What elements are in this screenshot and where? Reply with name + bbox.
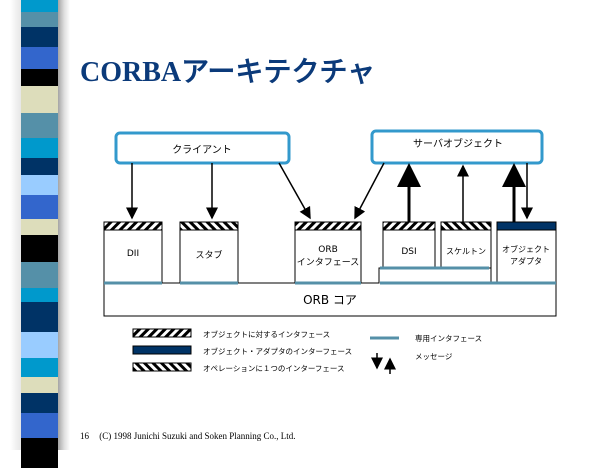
legend: オブジェクトに対するインタフェース オブジェクト・アダプタのインターフェース オ… [132,328,482,374]
adapter-interface-bar [496,221,557,231]
stub-box [179,229,239,284]
legend-private-interface: 専用インタフェース [415,333,482,343]
dsi-box [382,229,436,269]
adapter-label-2: アダプタ [510,256,542,266]
skeleton-label: スケルトン [446,247,486,256]
decorative-stripe-bar [21,0,58,468]
legend-adapter-interface-swatch [132,345,192,355]
copyright: (C) 1998 Junichi Suzuki and Soken Planni… [99,431,296,441]
private-interface-lines [104,266,556,285]
legend-object-interface-swatch [132,328,192,338]
client-label: クライアント [172,144,232,156]
dii-box [103,229,163,284]
orb-core-box: ORB コア [103,267,557,317]
operation-interface-hatch [440,221,492,231]
adapter-label: オブジェクト [502,244,550,254]
legend-operation-interface: オペレーションに１つのインターフェース [203,364,345,373]
object-interface-hatch [103,221,163,231]
arrow-server-to-orb-interface [354,162,385,220]
object-adapter-box [496,229,557,284]
orb-interface-label-2: インタフェース [297,257,360,268]
orb-interface-label: ORB [318,245,338,255]
dii-label: DII [127,249,139,259]
client-box: クライアント [114,131,291,165]
operation-interface-hatch [179,221,239,231]
orb-interface-box [294,229,362,284]
legend-object-interface: オブジェクトに対するインタフェース [203,329,330,339]
legend-operation-interface-swatch [132,362,192,372]
page-number: 16 [80,431,89,441]
dsi-label: DSI [401,247,416,257]
object-interface-hatch [382,221,436,231]
arrow-to-orb-interface [278,162,311,220]
legend-adapter-interface: オブジェクト・アダプタのインターフェース [203,346,352,356]
stub-label: スタブ [195,249,222,261]
object-interface-hatch [294,221,362,231]
orb-core-label: ORB コア [303,293,357,307]
message-arrows [126,162,533,222]
components [103,221,557,284]
footer: 16 (C) 1998 Junichi Suzuki and Soken Pla… [80,431,304,441]
corba-diagram: クライアント サーバオブジェクト ORB コア [103,129,557,374]
server-object-label: サーバオブジェクト [413,137,503,150]
page-title: CORBAアーキテクチャ [80,57,376,88]
server-object-box: サーバオブジェクト [370,129,544,165]
legend-message: メッセージ [415,352,453,361]
